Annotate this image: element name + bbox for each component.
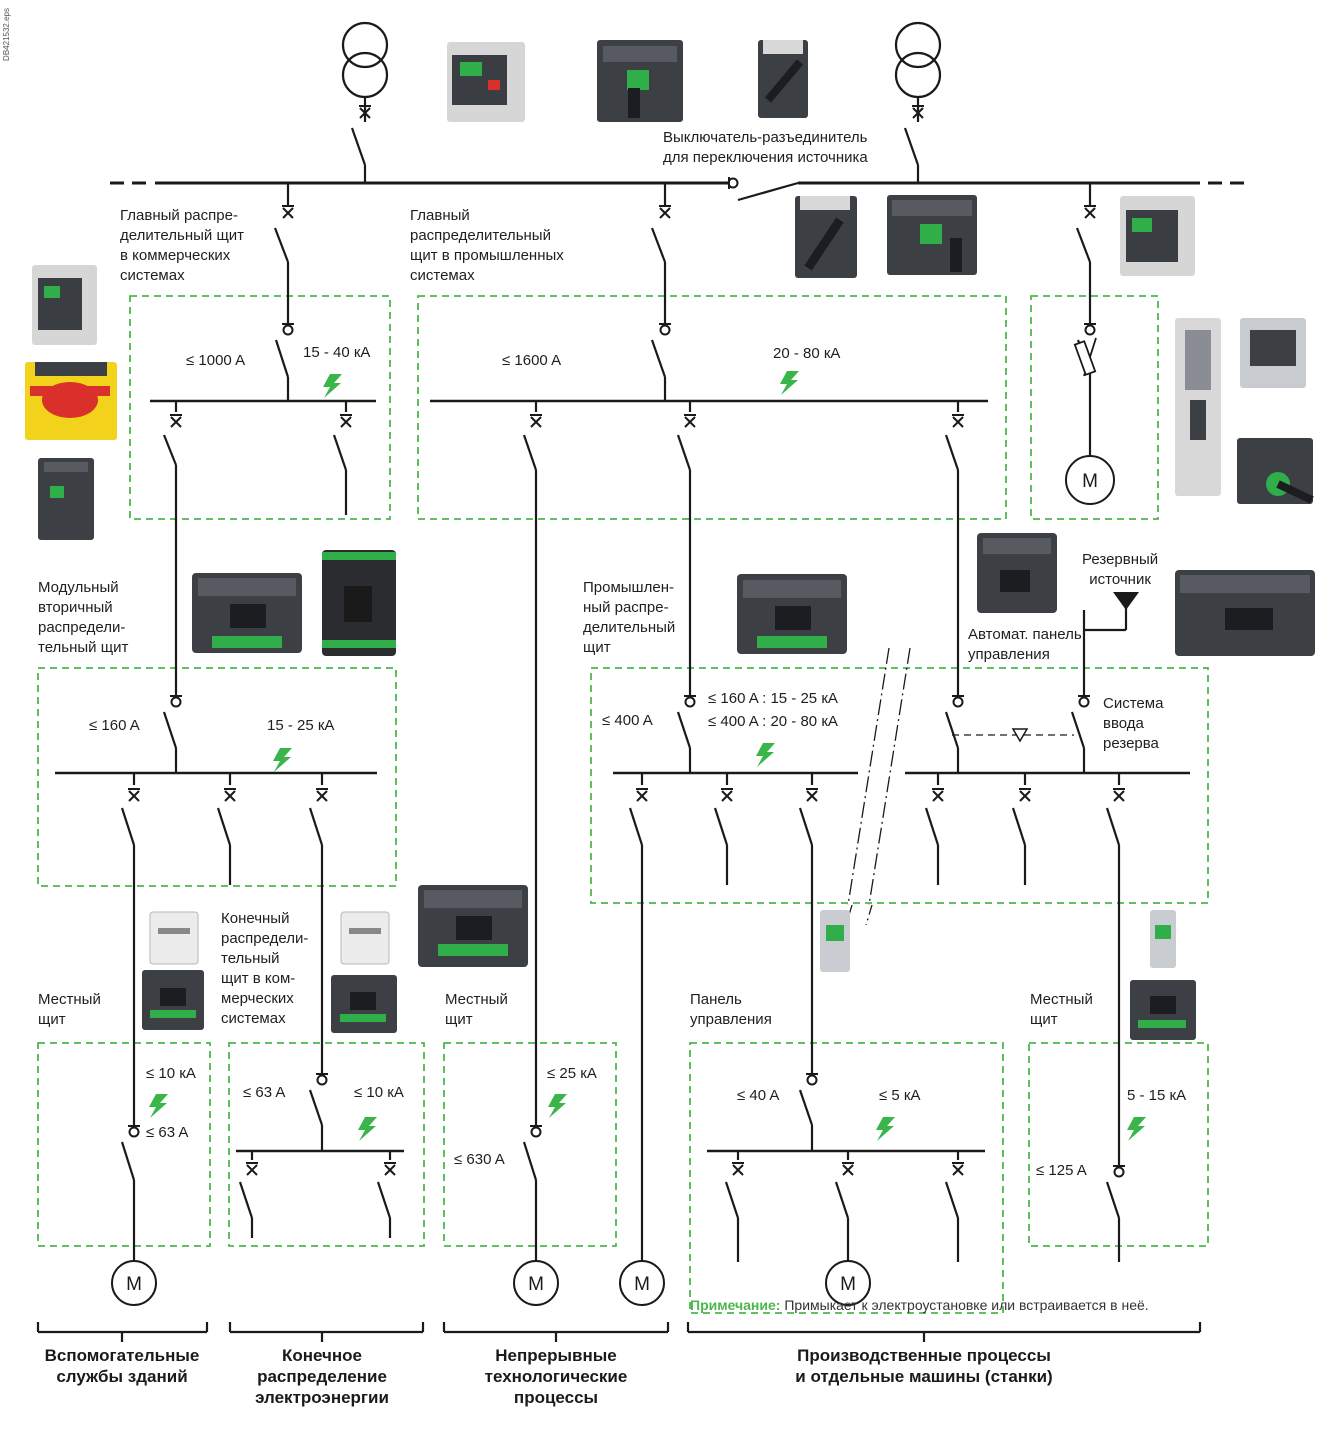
- rating-15-40ka: 15 - 40 кА: [303, 344, 371, 361]
- motor-3: [513, 1260, 559, 1306]
- rating-160a: ≤ 160 A: [89, 717, 140, 734]
- rating-5-15ka: 5 - 15 кА: [1127, 1087, 1187, 1104]
- motorized-switch-icon: [597, 40, 683, 122]
- label-control-panel: Панель управления: [690, 991, 772, 1028]
- yellow-red-switch-icon: [25, 362, 117, 440]
- compact-switch-icon-3: [1130, 980, 1196, 1040]
- motor-label-1: M: [1082, 471, 1098, 492]
- note-prefix: Примечание:: [690, 1297, 781, 1313]
- rating-10ka-local1: ≤ 10 кА: [146, 1065, 196, 1082]
- label-backup-source: Резервный источник: [1082, 551, 1159, 588]
- box-motor-direct: [1030, 295, 1159, 520]
- green-case-breaker-icon: [322, 550, 396, 656]
- interlock: [952, 728, 1074, 743]
- rating-25ka: ≤ 25 кА: [547, 1065, 597, 1082]
- label-auto-panel: Автомат. панель управления: [968, 626, 1082, 663]
- box-local-1: [37, 1042, 211, 1247]
- compact-switch-icon: [142, 970, 204, 1030]
- switch-disconnector-icon: [418, 885, 528, 967]
- label-final-commercial: Конечный распредели- тельный щит в ком- …: [221, 910, 309, 1027]
- label-modular-secondary: Модульный вторичный распредели- тельный …: [38, 579, 129, 656]
- label-industrial-dist: Промышлен- ный распре- делительный щит: [583, 579, 676, 656]
- modular-switch-icon: [192, 573, 302, 653]
- category-production-processes: Производственные процессы и отдельные ма…: [795, 1346, 1053, 1386]
- rating-1600a: ≤ 1600 A: [502, 352, 562, 369]
- box-modular-secondary: [37, 667, 397, 887]
- control-module-icon-2: [1150, 910, 1176, 968]
- rating-160a-15-25ka: ≤ 160 A : 15 - 25 кА: [708, 690, 838, 707]
- industrial-switch-icon: [737, 574, 847, 654]
- label-local-panel-3: Местный щит: [1030, 991, 1093, 1028]
- wiring: [36, 21, 1248, 1342]
- note: Примечание: Примыкает к электроустановке…: [690, 1297, 1149, 1313]
- fuse-switch-tall-icon: [1175, 318, 1221, 496]
- rating-15-25ka: 15 - 25 кА: [267, 717, 335, 734]
- label-main-industrial: Главный распределительный щит в промышле…: [410, 207, 564, 284]
- motor-label-4: M: [634, 1274, 650, 1295]
- rating-5ka: ≤ 5 кА: [879, 1087, 921, 1104]
- air-circuit-breaker-icon-2: [1120, 196, 1195, 276]
- rotary-switch-icon: [758, 40, 808, 118]
- motor-label-2: M: [126, 1274, 142, 1295]
- box-industrial-dist: [590, 667, 1209, 904]
- box-control-panel: [689, 1042, 1004, 1314]
- backup-source-symbol: [1113, 592, 1139, 610]
- rating-63a-final: ≤ 63 A: [243, 1084, 286, 1101]
- motor-labels: M M M M M: [126, 471, 1098, 1295]
- motor-label-5: M: [840, 1274, 856, 1295]
- fuse-icon: [1073, 340, 1097, 376]
- auto-panel-switch-icon: [977, 533, 1057, 613]
- motor-symbols: [111, 455, 1115, 1306]
- motor-5: [825, 1260, 871, 1306]
- miniature-breaker-icon-2: [340, 911, 390, 965]
- label-source-switch: Выключатель-разъединитель для переключен…: [663, 129, 868, 166]
- transfer-switch-icon: [1175, 570, 1315, 656]
- rating-40a: ≤ 40 A: [737, 1087, 780, 1104]
- device-illustrations: [25, 40, 1315, 1040]
- box-main-commercial: [129, 295, 391, 520]
- box-local-2: [443, 1042, 617, 1247]
- motor-1: [1065, 455, 1115, 505]
- rating-10ka-final: ≤ 10 кА: [354, 1084, 404, 1101]
- label-main-commercial: Главный распре- делительный щит в коммер…: [120, 207, 245, 284]
- switch-disconnector-symbols: [127, 323, 1126, 1178]
- panel-boxes: [37, 295, 1209, 1314]
- motor-label-3: M: [528, 1274, 544, 1295]
- rating-63a-local1: ≤ 63 A: [146, 1124, 189, 1141]
- rating-20-80ka: 20 - 80 кА: [773, 345, 841, 362]
- box-final-commercial: [228, 1042, 425, 1247]
- box-main-industrial: [417, 295, 1007, 520]
- rating-630a: ≤ 630 A: [454, 1151, 505, 1168]
- rating-400a: ≤ 400 A: [602, 712, 653, 729]
- label-local-panel-1: Местный щит: [38, 991, 101, 1028]
- rotary-switch-icon-2: [795, 196, 857, 278]
- label-local-panel-2: Местный щит: [445, 991, 508, 1028]
- label-backup-system: Система ввода резерва: [1103, 695, 1164, 752]
- left-breaker-icon: [32, 265, 97, 345]
- miniature-breaker-icon: [149, 911, 199, 965]
- compact-switch-icon-2: [331, 975, 397, 1033]
- category-final-distribution: Конечное распределение электроэнергии: [255, 1346, 389, 1407]
- rating-400a-20-80ka: ≤ 400 A : 20 - 80 кА: [708, 713, 838, 730]
- rating-125a: ≤ 125 A: [1036, 1162, 1087, 1179]
- knob-switch-icon: [1237, 438, 1314, 504]
- separator-lines: [847, 647, 911, 906]
- control-module-icon: [820, 910, 850, 972]
- compact-breaker-icon: [38, 458, 94, 540]
- motor-4: [619, 1260, 665, 1306]
- air-circuit-breaker-icon: [447, 42, 525, 122]
- fuse-holder-icon: [1240, 318, 1306, 388]
- motorized-switch-icon-2: [887, 195, 977, 275]
- category-building-services: Вспомогательные службы зданий: [44, 1346, 200, 1386]
- rating-1000a: ≤ 1000 A: [186, 352, 246, 369]
- separator-lines-lower: [845, 904, 873, 926]
- motor-2: [111, 1260, 157, 1306]
- note-text: Примыкает к электроустановке или встраив…: [780, 1297, 1149, 1313]
- category-continuous-processes: Непрерывные технологические процессы: [484, 1346, 628, 1407]
